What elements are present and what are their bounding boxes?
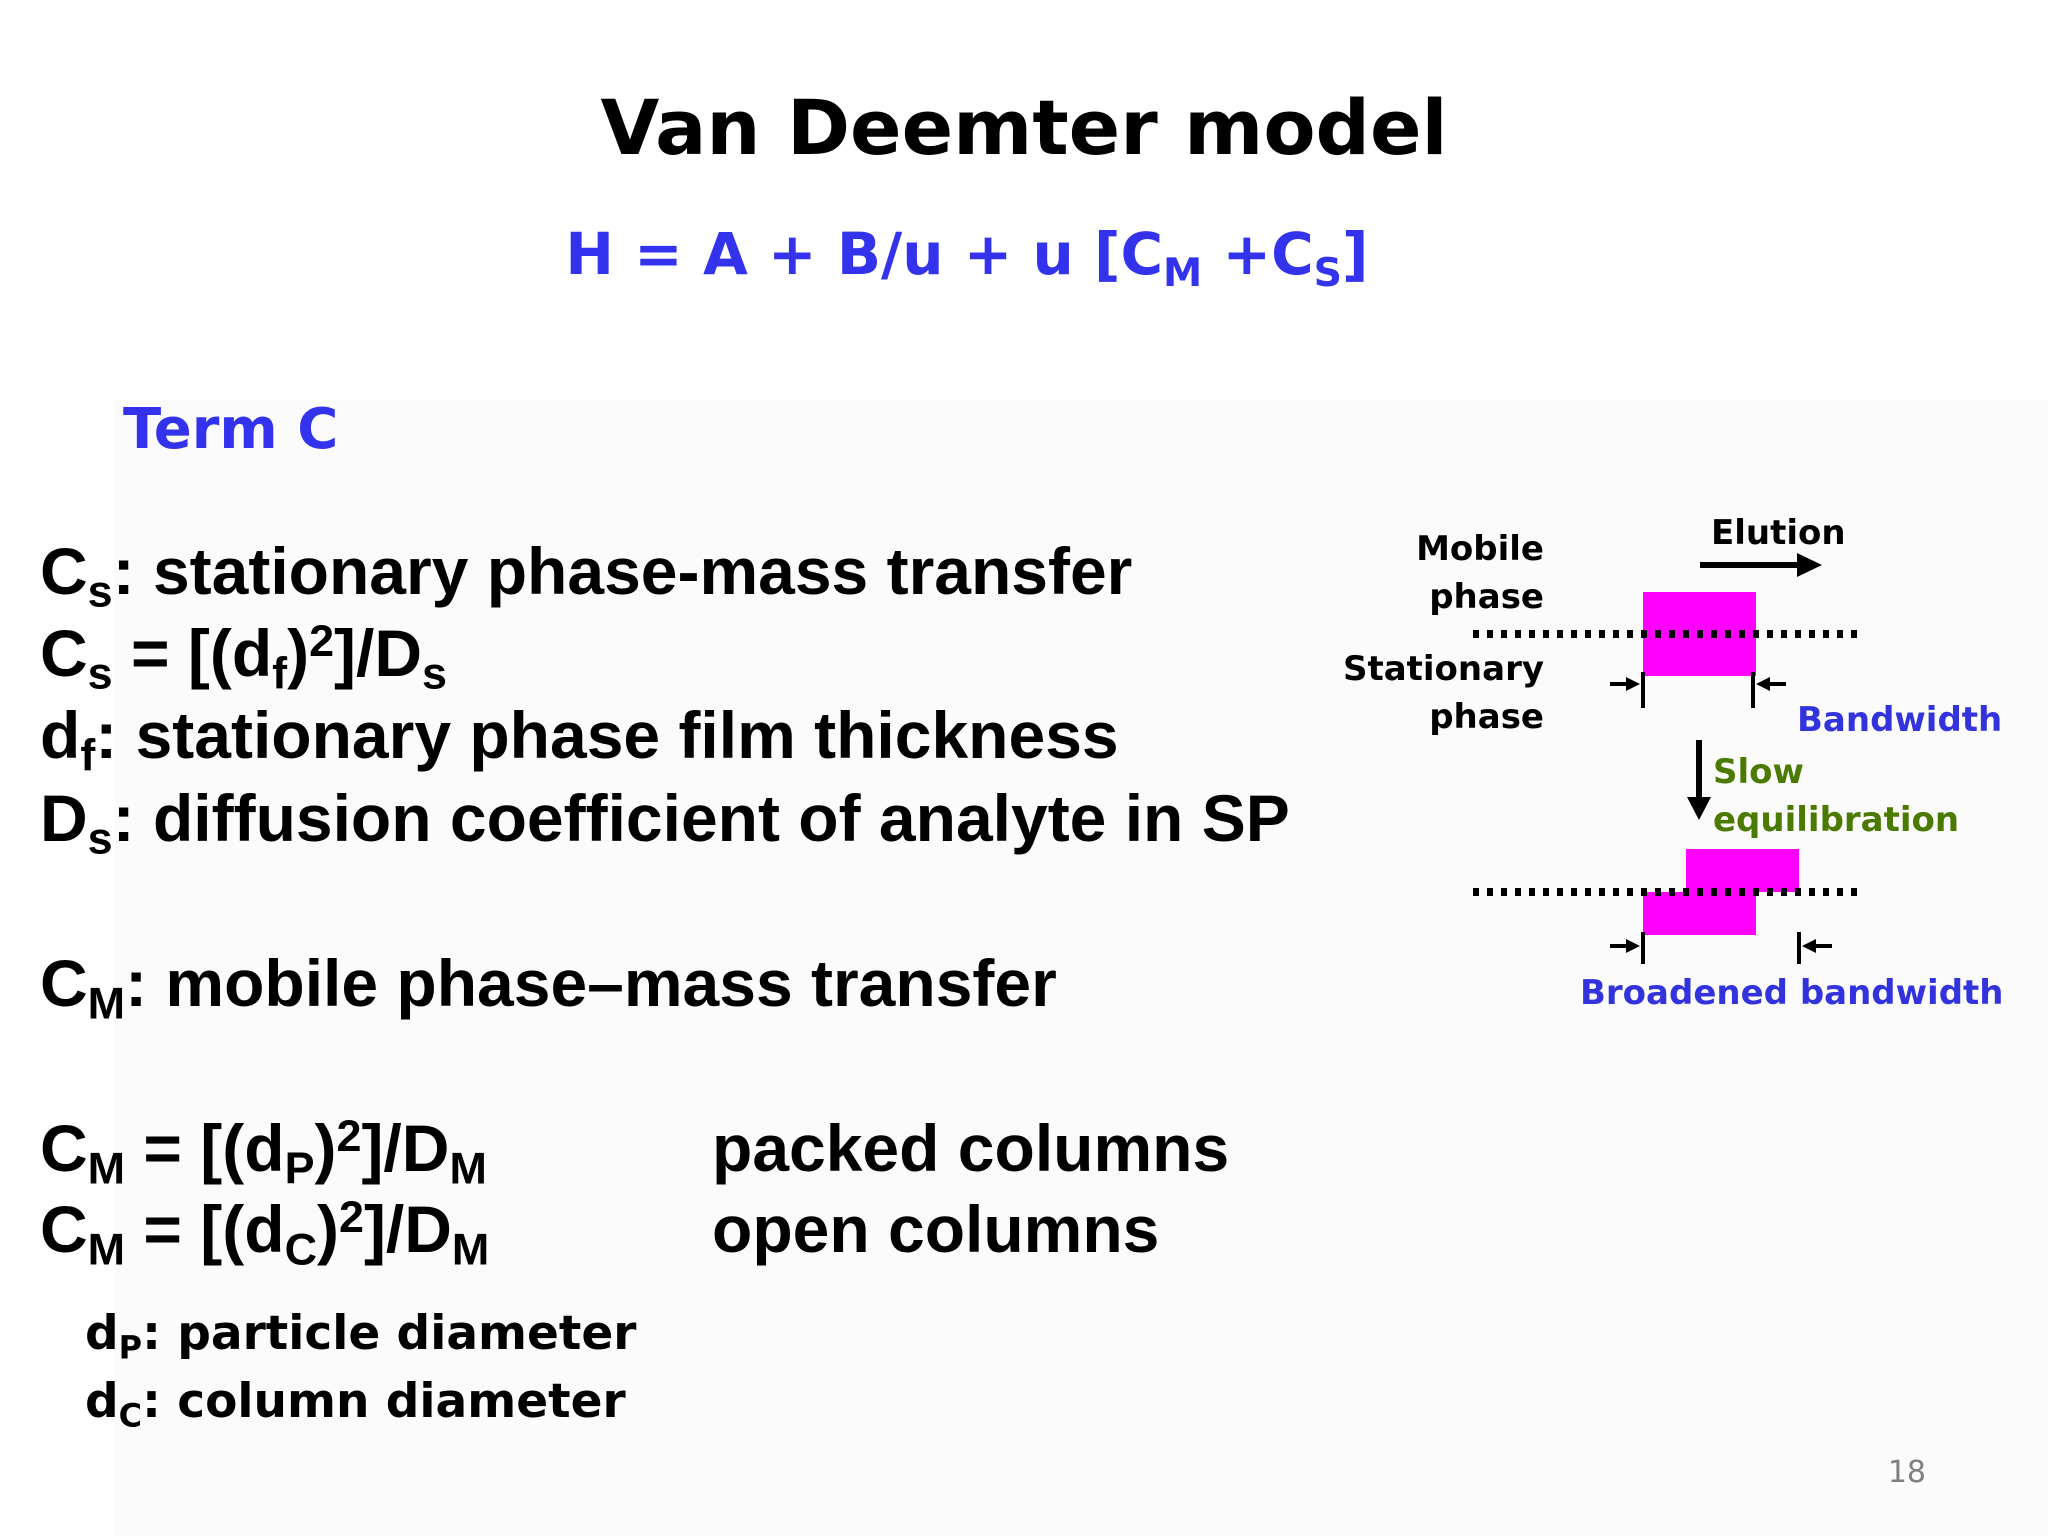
cm-packed-c: C xyxy=(40,1111,88,1185)
slide-background-panel xyxy=(115,400,2048,1536)
df-subscript: f xyxy=(80,729,96,781)
cm-open-equation: CM = [(dC)2]/DM open columns xyxy=(40,1194,1159,1272)
mobile-phase-label-line2: phase xyxy=(1429,577,1544,617)
slow-label: Slow xyxy=(1713,752,1804,792)
ds-definition: Ds: diffusion coefficient of analyte in … xyxy=(40,785,1290,861)
stationary-phase-band xyxy=(1643,892,1756,935)
df-definition: df: stationary phase film thickness xyxy=(40,702,1119,778)
dp-definition: dP: particle diameter xyxy=(85,1310,636,1364)
dp-definition-text: : particle diameter xyxy=(142,1306,637,1361)
page-number: 18 xyxy=(1887,1455,1926,1490)
mobile-phase-label-line1: Mobile xyxy=(1416,529,1544,569)
mobile-phase-band xyxy=(1686,849,1799,892)
ds-definition-text: : diffusion coefficient of analyte in SP xyxy=(112,781,1290,855)
df-symbol: d xyxy=(40,698,81,772)
df-definition-text: : stationary phase film thickness xyxy=(95,698,1119,772)
broadened-arrowhead-left xyxy=(1626,939,1640,953)
slide-title: Van Deemter model xyxy=(600,83,1448,172)
stationary-phase-label-line1: Stationary xyxy=(1342,649,1544,689)
cm-packed-dm: ]/D xyxy=(361,1111,450,1185)
cs-equation: Cs = [(df)2]/Ds xyxy=(40,618,447,696)
equation-sub-m: M xyxy=(1163,249,1203,296)
dp-subscript: P xyxy=(118,1328,143,1367)
ds-symbol: D xyxy=(40,781,88,855)
equation-mid: +C xyxy=(1202,220,1314,288)
cm-open-dm-sub: M xyxy=(451,1223,490,1275)
dc-symbol: d xyxy=(85,1374,119,1429)
stationary-phase-label-line2: phase xyxy=(1429,697,1544,737)
cm-definition-text: : mobile phase–mass transfer xyxy=(125,946,1057,1020)
equilibration-arrow-head xyxy=(1687,797,1711,820)
cs-eq-d-sub: f xyxy=(272,647,288,699)
cs-eq-ds: ]/D xyxy=(334,616,423,690)
cm-symbol: C xyxy=(40,946,88,1020)
cm-open-square: 2 xyxy=(338,1190,364,1242)
open-columns-label: open columns xyxy=(712,1192,1160,1266)
broadened-arrowhead-right xyxy=(1802,939,1816,953)
cm-packed-c-sub: M xyxy=(87,1142,126,1194)
cm-packed-paren: ) xyxy=(314,1111,337,1185)
equation-end: ] xyxy=(1342,220,1369,288)
cs-eq-d: = [(d xyxy=(112,616,273,690)
cm-open-c: C xyxy=(40,1192,88,1266)
elution-label: Elution xyxy=(1711,513,1846,553)
dp-symbol: d xyxy=(85,1306,119,1361)
cm-packed-dm-sub: M xyxy=(449,1142,487,1194)
cs-eq-c: C xyxy=(40,616,88,690)
bandwidth-arrowhead-left xyxy=(1626,677,1640,691)
bandwidth-arrowhead-right xyxy=(1756,677,1770,691)
cs-symbol: C xyxy=(40,534,88,608)
cm-packed-equation: CM = [(dP)2]/DM packed columns xyxy=(40,1113,1229,1191)
dc-subscript: C xyxy=(118,1396,143,1435)
cs-subscript: s xyxy=(87,565,113,617)
cs-eq-ds-sub: s xyxy=(422,647,447,699)
cm-open-dm: ]/D xyxy=(363,1192,452,1266)
dc-definition: dC: column diameter xyxy=(85,1378,626,1432)
ds-subscript: s xyxy=(87,812,113,864)
dc-definition-text: : column diameter xyxy=(142,1374,626,1429)
cm-subscript: M xyxy=(87,977,126,1029)
cs-eq-c-sub: s xyxy=(87,647,113,699)
cm-packed-square: 2 xyxy=(336,1109,362,1161)
packed-columns-label: packed columns xyxy=(712,1111,1230,1185)
equation-sub-s: S xyxy=(1313,249,1343,296)
cm-open-paren: ) xyxy=(316,1192,339,1266)
cm-packed-d-sub: P xyxy=(284,1142,315,1194)
cm-open-c-sub: M xyxy=(87,1223,126,1275)
term-c-heading: Term C xyxy=(123,397,339,462)
cs-definition: Cs: stationary phase-mass transfer xyxy=(40,538,1132,614)
equation-main: H = A + B/u + u [C xyxy=(565,220,1164,288)
cm-definition: CM: mobile phase–mass transfer xyxy=(40,950,1057,1026)
cm-packed-d: = [(d xyxy=(125,1111,285,1185)
van-deemter-equation: H = A + B/u + u [CM +CS] xyxy=(0,225,1934,293)
cs-eq-square: 2 xyxy=(309,614,335,666)
equilibration-label: equilibration xyxy=(1713,800,1960,840)
cs-eq-paren: ) xyxy=(287,616,310,690)
bandwidth-label: Bandwidth xyxy=(1797,700,2003,740)
cm-open-d-sub: C xyxy=(284,1223,317,1275)
broadened-bandwidth-label: Broadened bandwidth xyxy=(1580,973,2004,1013)
cs-definition-text: : stationary phase-mass transfer xyxy=(112,534,1133,608)
elution-arrow-head xyxy=(1797,553,1822,577)
cm-open-d: = [(d xyxy=(125,1192,285,1266)
